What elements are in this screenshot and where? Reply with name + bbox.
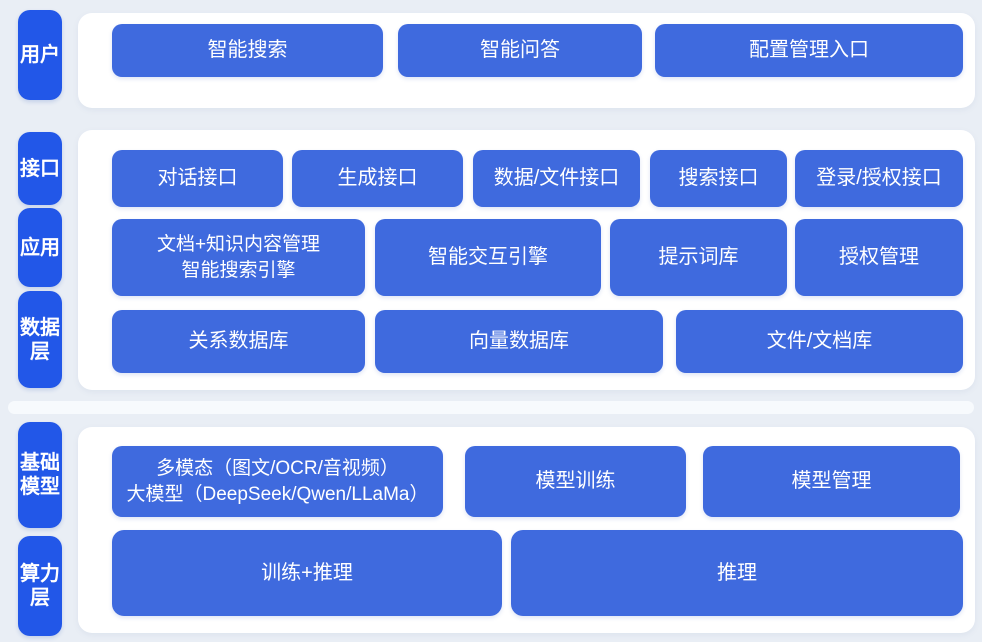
block-doc-knowledge-search-engine: 文档+知识内容管理 智能搜索引擎 — [112, 219, 365, 296]
doc-knowledge-line1: 文档+知识内容管理 — [156, 233, 321, 255]
block-prompt-library: 提示词库 — [610, 219, 787, 296]
side-label-interface: 接口 — [18, 132, 62, 205]
side-label-data-layer: 数据层 — [18, 291, 62, 388]
block-training-plus-inference: 训练+推理 — [112, 530, 502, 616]
block-intelligent-qa: 智能问答 — [398, 24, 642, 77]
block-data-file-api: 数据/文件接口 — [473, 150, 640, 207]
block-model-training: 模型训练 — [465, 446, 686, 517]
block-search-api: 搜索接口 — [650, 150, 787, 207]
block-intelligent-search: 智能搜索 — [112, 24, 383, 77]
block-dialog-api: 对话接口 — [112, 150, 283, 207]
block-file-doc-library: 文件/文档库 — [676, 310, 963, 373]
multimodal-line1: 多模态（图文/OCR/音视频） — [156, 457, 399, 479]
block-relational-db: 关系数据库 — [112, 310, 365, 373]
block-inference: 推理 — [511, 530, 963, 616]
side-label-compute-layer: 算力层 — [18, 536, 62, 636]
doc-knowledge-line2: 智能搜索引擎 — [181, 259, 296, 281]
block-model-management: 模型管理 — [703, 446, 960, 517]
section-divider — [8, 401, 974, 414]
block-login-auth-api: 登录/授权接口 — [795, 150, 963, 207]
multimodal-line2: 大模型（DeepSeek/Qwen/LLaMa） — [126, 483, 429, 505]
block-multimodal-large-model: 多模态（图文/OCR/音视频） 大模型（DeepSeek/Qwen/LLaMa） — [112, 446, 443, 517]
block-generation-api: 生成接口 — [292, 150, 463, 207]
side-label-user: 用户 — [18, 10, 62, 100]
side-label-application: 应用 — [18, 208, 62, 287]
block-vector-db: 向量数据库 — [375, 310, 663, 373]
block-config-management-entry: 配置管理入口 — [655, 24, 963, 77]
side-label-base-model: 基础模型 — [18, 422, 62, 528]
block-auth-management: 授权管理 — [795, 219, 963, 296]
block-interaction-engine: 智能交互引擎 — [375, 219, 601, 296]
